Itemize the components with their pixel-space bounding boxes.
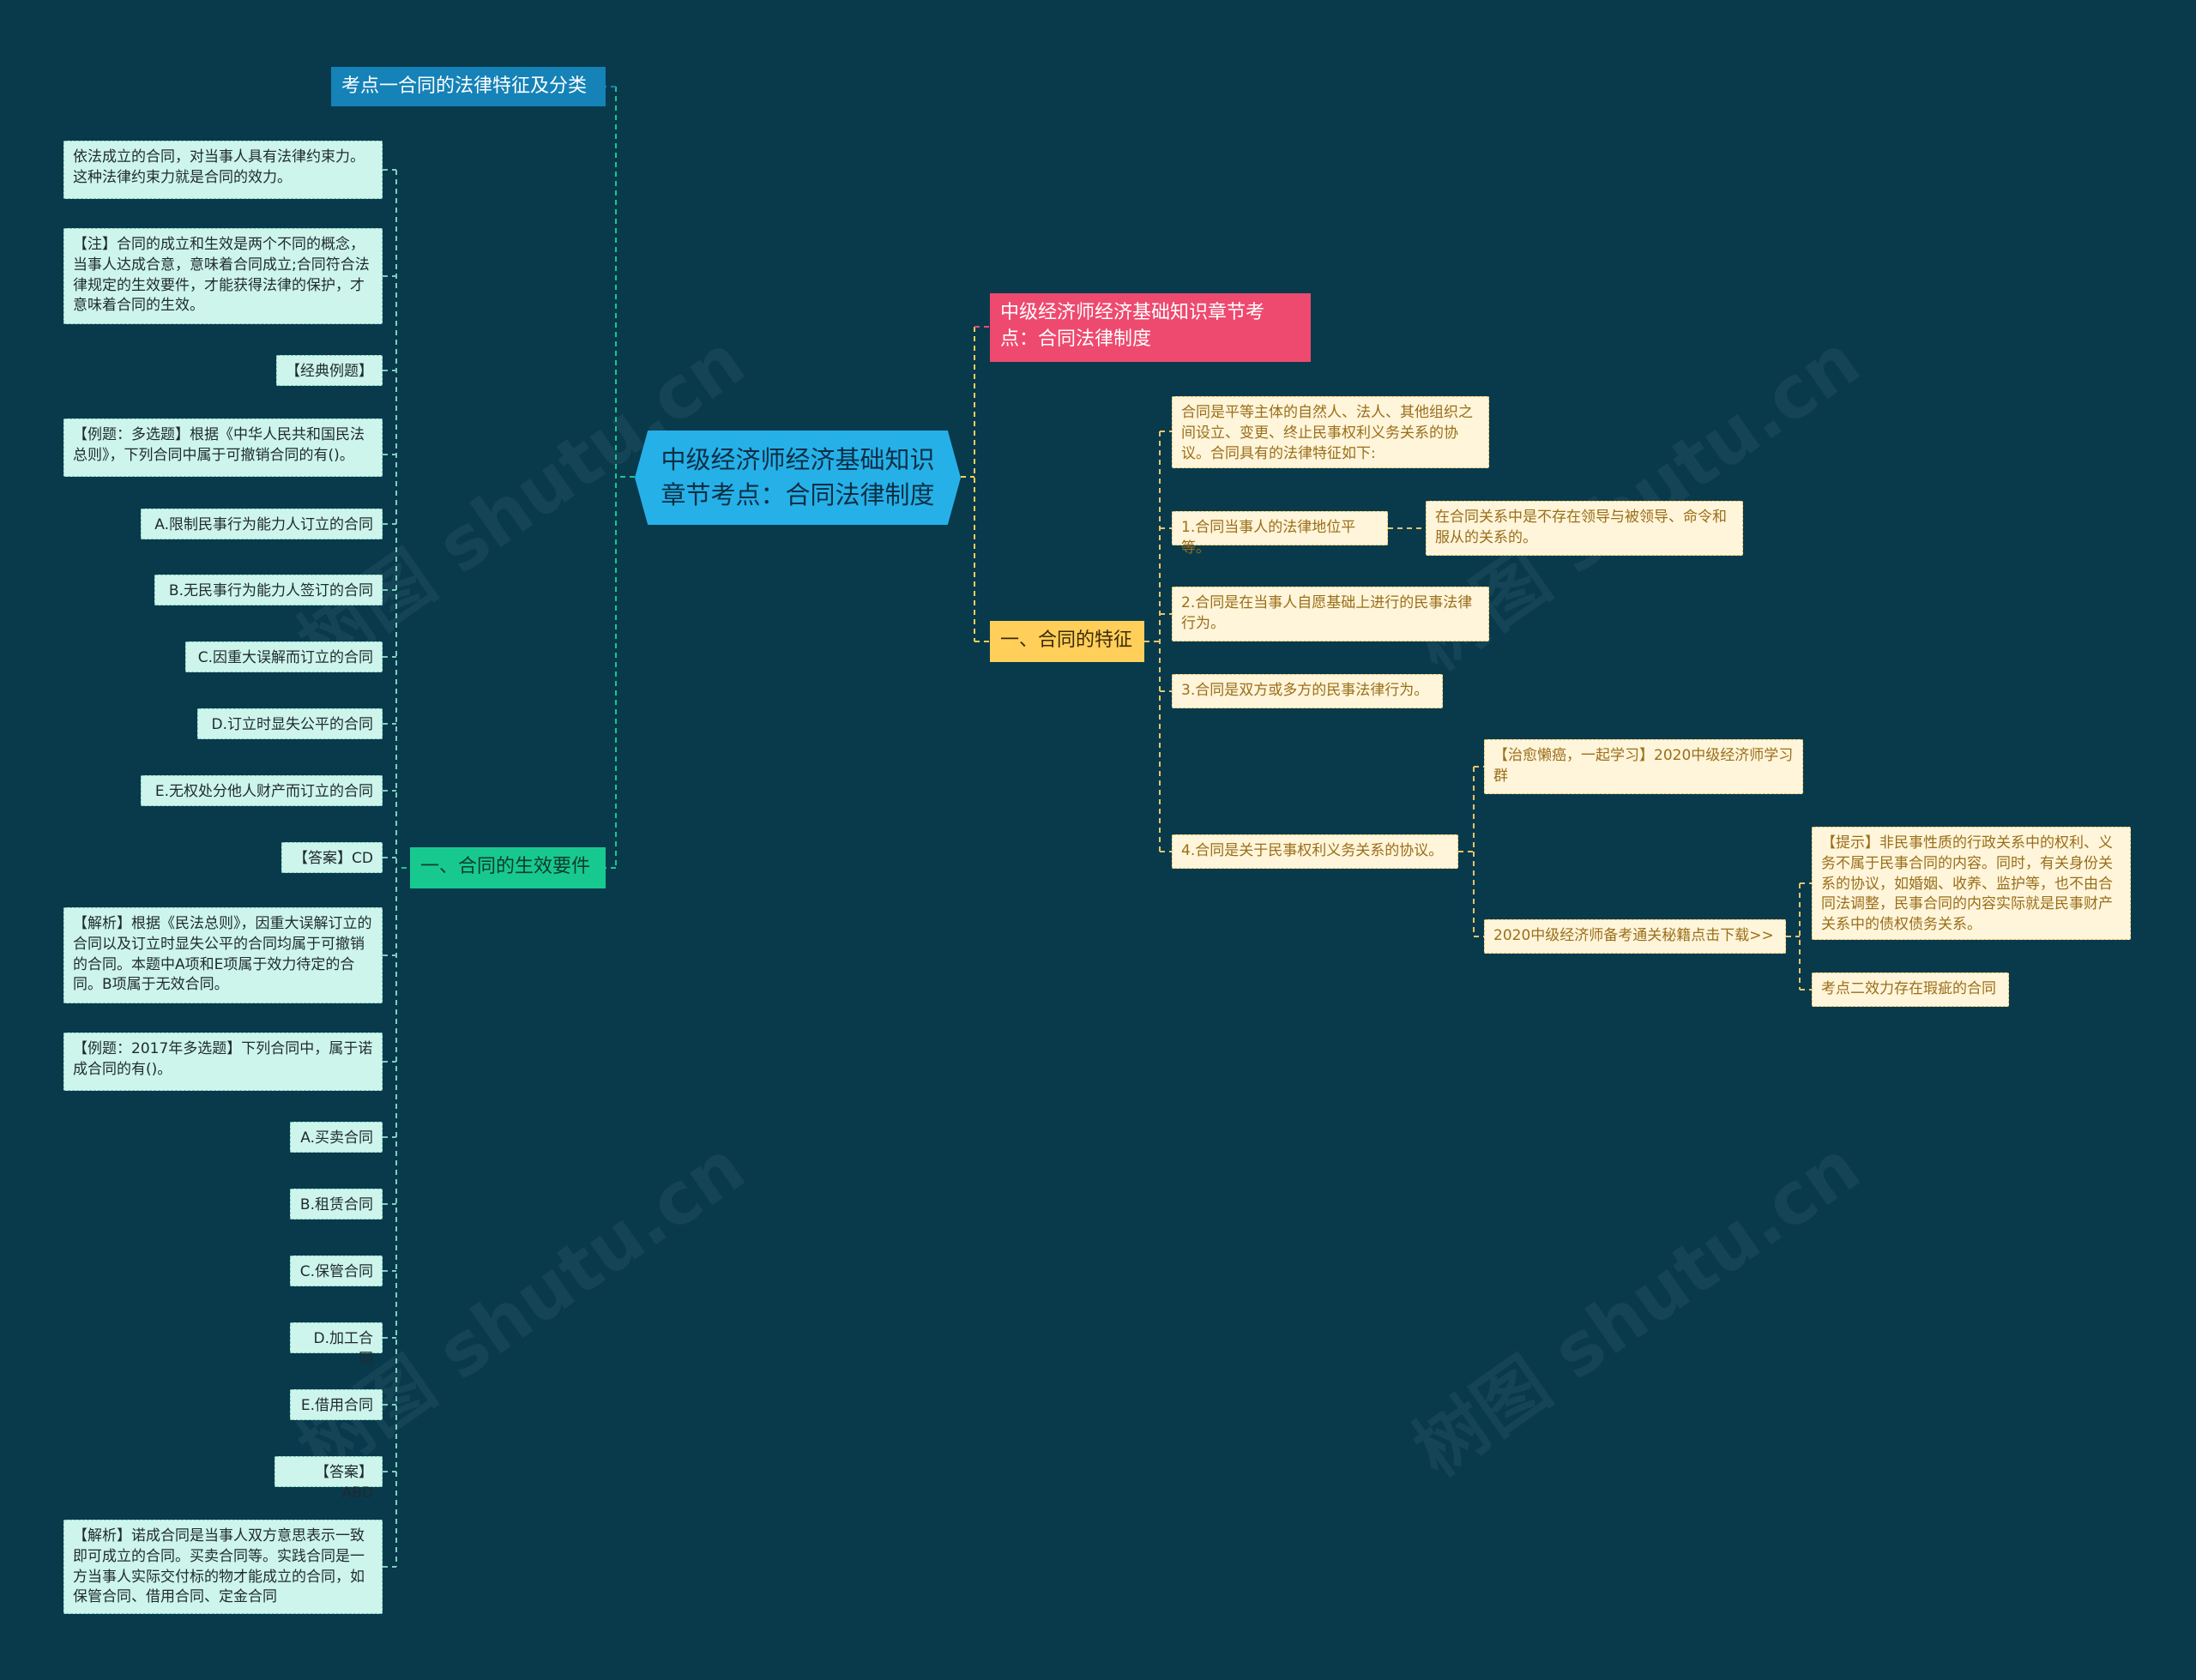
- leaf-explanation-2[interactable]: 【解析】诺成合同是当事人双方意思表示一致即可成立的合同。买卖合同等。实践合同是一…: [63, 1520, 383, 1614]
- leaf-feature-2[interactable]: 2.合同是在当事人自愿基础上进行的民事法律行为。: [1172, 587, 1489, 641]
- leaf-option-1e[interactable]: E.无权处分他人财产而订立的合同: [141, 775, 383, 806]
- leaf-classic-example[interactable]: 【经典例题】: [276, 355, 383, 386]
- central-topic[interactable]: 中级经济师经济基础知识章节考点：合同法律制度: [635, 431, 961, 525]
- leaf-answer-2[interactable]: 【答案】ABD: [274, 1456, 383, 1502]
- topic-title-right[interactable]: 中级经济师经济基础知识章节考点：合同法律制度: [990, 293, 1311, 362]
- leaf-option-1b[interactable]: B.无民事行为能力人签订的合同: [154, 575, 383, 605]
- leaf-option-2d[interactable]: D.加工合同: [290, 1322, 383, 1368]
- leaf-option-2a[interactable]: A.买卖合同: [290, 1122, 383, 1153]
- leaf-question-1[interactable]: 【例题：多选题】根据《中华人民共和国民法总则》，下列合同中属于可撤销合同的有()…: [63, 418, 383, 477]
- topic-contract-characteristics[interactable]: 考点一合同的法律特征及分类: [331, 67, 606, 106]
- leaf-answer-1[interactable]: 【答案】CD: [281, 842, 383, 873]
- leaf-question-2[interactable]: 【例题：2017年多选题】下列合同中，属于诺成合同的有()。: [63, 1033, 383, 1091]
- leaf-feature-1-note[interactable]: 在合同关系中是不存在领导与被领导、命令和服从的关系的。: [1426, 501, 1743, 556]
- leaf-effect-definition[interactable]: 依法成立的合同，对当事人具有法律约束力。这种法律约束力就是合同的效力。: [63, 141, 383, 199]
- leaf-note[interactable]: 【注】合同的成立和生效是两个不同的概念，当事人达成合意，意味着合同成立;合同符合…: [63, 228, 383, 324]
- leaf-option-2c[interactable]: C.保管合同: [290, 1255, 383, 1286]
- leaf-option-2e[interactable]: E.借用合同: [290, 1389, 383, 1420]
- leaf-option-2b[interactable]: B.租赁合同: [290, 1189, 383, 1219]
- leaf-download-link[interactable]: 2020中级经济师备考通关秘籍点击下载>>: [1484, 919, 1786, 954]
- leaf-option-1a[interactable]: A.限制民事行为能力人订立的合同: [141, 509, 383, 539]
- leaf-option-1c[interactable]: C.因重大误解而订立的合同: [185, 641, 383, 672]
- leaf-explanation-1[interactable]: 【解析】根据《民法总则》，因重大误解订立的合同以及订立时显失公平的合同均属于可撤…: [63, 907, 383, 1003]
- leaf-option-1d[interactable]: D.订立时显失公平的合同: [197, 708, 383, 739]
- leaf-topic-two[interactable]: 考点二效力存在瑕疵的合同: [1812, 972, 2009, 1007]
- branch-contract-features[interactable]: 一、合同的特征: [990, 621, 1144, 662]
- leaf-contract-intro[interactable]: 合同是平等主体的自然人、法人、其他组织之间设立、变更、终止民事权利义务关系的协议…: [1172, 396, 1489, 468]
- branch-effectiveness-requirements[interactable]: 一、合同的生效要件: [410, 847, 606, 888]
- leaf-study-group[interactable]: 【治愈懒癌，一起学习】2020中级经济师学习群: [1484, 739, 1803, 794]
- leaf-feature-1[interactable]: 1.合同当事人的法律地位平等。: [1172, 511, 1388, 557]
- leaf-hint[interactable]: 【提示】非民事性质的行政关系中的权利、义务不属于民事合同的内容。同时，有关身份关…: [1812, 827, 2131, 940]
- leaf-feature-4[interactable]: 4.合同是关于民事权利义务关系的协议。: [1172, 834, 1458, 869]
- leaf-feature-3[interactable]: 3.合同是双方或多方的民事法律行为。: [1172, 674, 1443, 708]
